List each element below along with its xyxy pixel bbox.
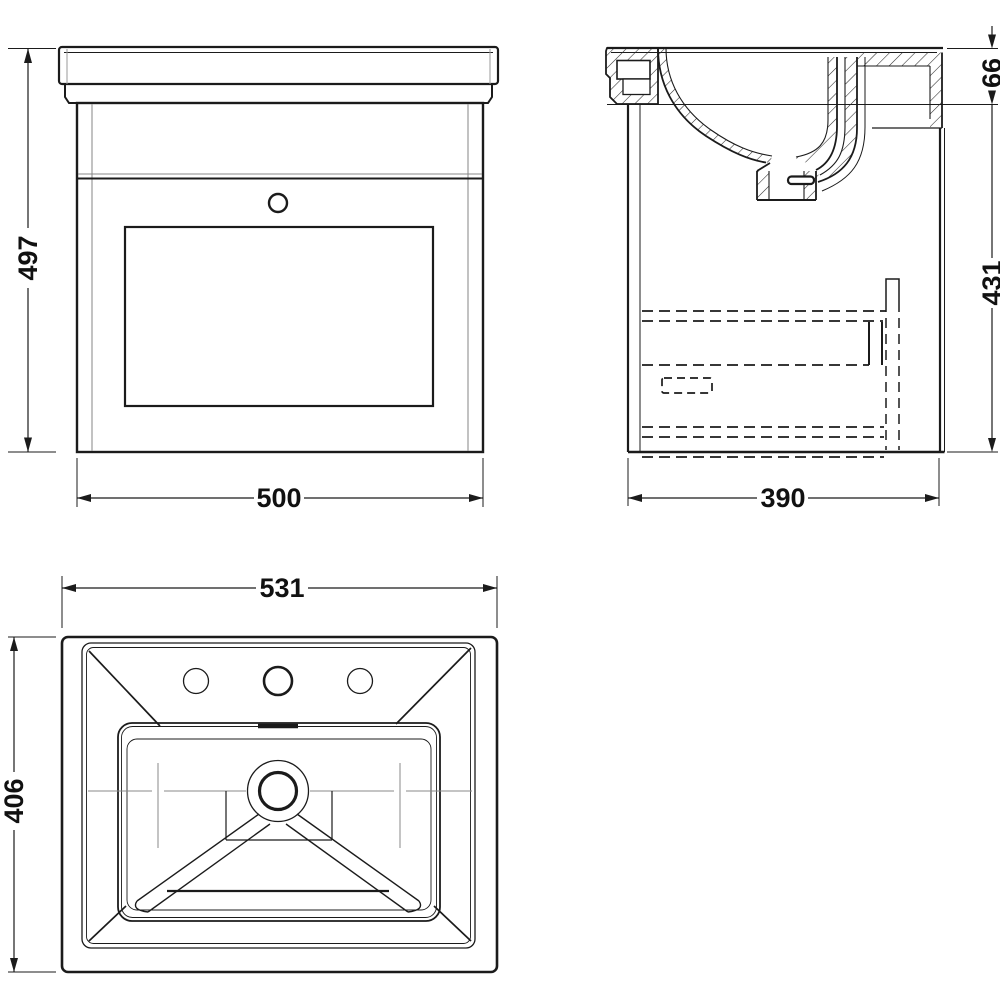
dimension-front-width: 500 — [76, 458, 484, 513]
front-view — [57, 45, 500, 454]
basin-top-front — [57, 45, 500, 86]
drain-hole — [257, 770, 299, 812]
bowl-wall-section — [658, 48, 772, 163]
door-panel — [123, 225, 435, 408]
overflow-outlet — [786, 175, 816, 186]
tap-hole-left — [182, 667, 210, 695]
dimension-basin-height: 66 — [947, 26, 1000, 105]
side-section-view — [605, 46, 998, 458]
dimension-label-front-height: 497 — [13, 235, 43, 280]
dimension-front-height: 497 — [8, 48, 56, 453]
tap-hole-right — [346, 667, 374, 695]
dimension-label-side-depth: 390 — [760, 483, 805, 513]
cabinet-front — [75, 101, 485, 454]
overflow-channel — [816, 57, 857, 182]
basin-outline-plan — [60, 635, 499, 974]
dimension-label-plan-depth: 406 — [0, 778, 29, 823]
tap-hole-center — [262, 665, 294, 697]
basin-lip-front — [64, 84, 493, 104]
dimension-plan-width: 531 — [61, 573, 498, 628]
tap-hole-front — [267, 192, 289, 214]
dimension-body-height: 431 — [947, 104, 1000, 453]
dimension-label-body-height: 431 — [977, 260, 1000, 305]
dimension-side-depth: 390 — [627, 458, 940, 513]
hidden-drawer-lines — [642, 310, 886, 458]
dimension-label-front-width: 500 — [256, 483, 301, 513]
dimension-label-basin-height: 66 — [977, 58, 1000, 88]
bowl-outline-plan — [117, 722, 441, 922]
plan-view — [60, 635, 499, 974]
dimension-plan-depth: 406 — [0, 636, 56, 973]
hidden-handle — [661, 377, 713, 394]
dimension-label-plan-width: 531 — [259, 573, 304, 603]
drain-outer — [246, 759, 310, 823]
